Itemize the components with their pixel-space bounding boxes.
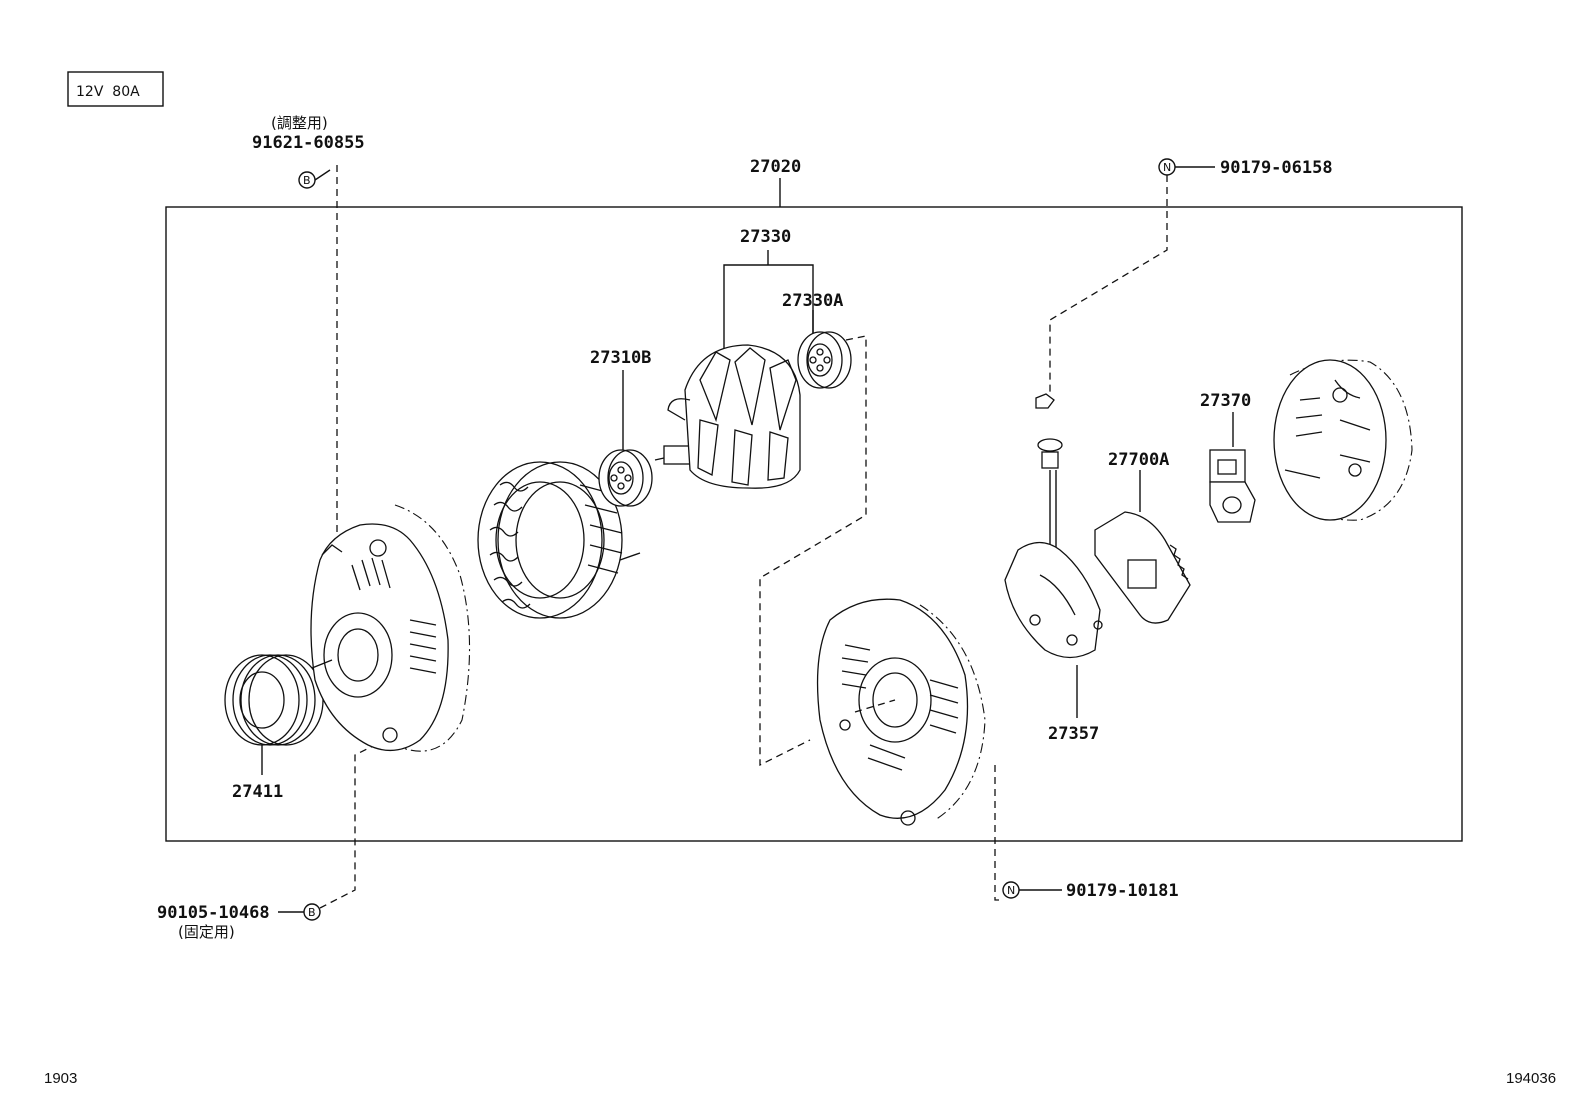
footer-left-code: 1903 [44, 1070, 77, 1087]
regulator-label: 27370 [1200, 391, 1251, 411]
drive-end-frame-part [310, 504, 471, 752]
footer-right-code: 194036 [1506, 1070, 1556, 1087]
adjust-bolt-note: (調整用) [271, 114, 328, 132]
brush-holder-label: 27700A [1108, 450, 1169, 470]
adjust-bolt-number: 91621-60855 [252, 133, 365, 153]
fix-bolt-symbol [303, 903, 321, 921]
spec-box [67, 71, 164, 107]
rotor-part [654, 344, 801, 489]
rectifier-part [1004, 393, 1103, 659]
brush-holder-part [1094, 511, 1191, 624]
assembly-frame [165, 206, 1463, 842]
rear-end-frame-part [816, 598, 986, 826]
rotor-label: 27330 [740, 227, 791, 247]
assembly-number: 27020 [750, 157, 801, 177]
rectifier-label: 27357 [1048, 724, 1099, 744]
pulley-part [224, 654, 324, 746]
fix-bolt-number: 90105-10468 [157, 903, 270, 923]
front-bearing-part [598, 449, 653, 507]
adjust-bolt-symbol-letter: B [303, 174, 311, 187]
front-bearing-label: 27310B [590, 348, 651, 368]
rear-bearing-label: 27330A [782, 291, 843, 311]
rear-bearing-part [797, 331, 852, 389]
rear-cover-part [1273, 359, 1413, 521]
regulator-part [1209, 449, 1256, 523]
fix-bolt-symbol-letter: B [308, 906, 316, 919]
nut-top-number: 90179-06158 [1220, 158, 1333, 178]
pulley-label: 27411 [232, 782, 283, 802]
nut-bottom-symbol-letter: N [1007, 884, 1015, 897]
stator-part [477, 461, 641, 619]
nut-top-symbol-letter: N [1163, 161, 1171, 174]
nut-bottom-number: 90179-10181 [1066, 881, 1179, 901]
fix-bolt-note: (固定用) [178, 923, 235, 941]
spec-box-text: 12V 80A [76, 84, 140, 100]
